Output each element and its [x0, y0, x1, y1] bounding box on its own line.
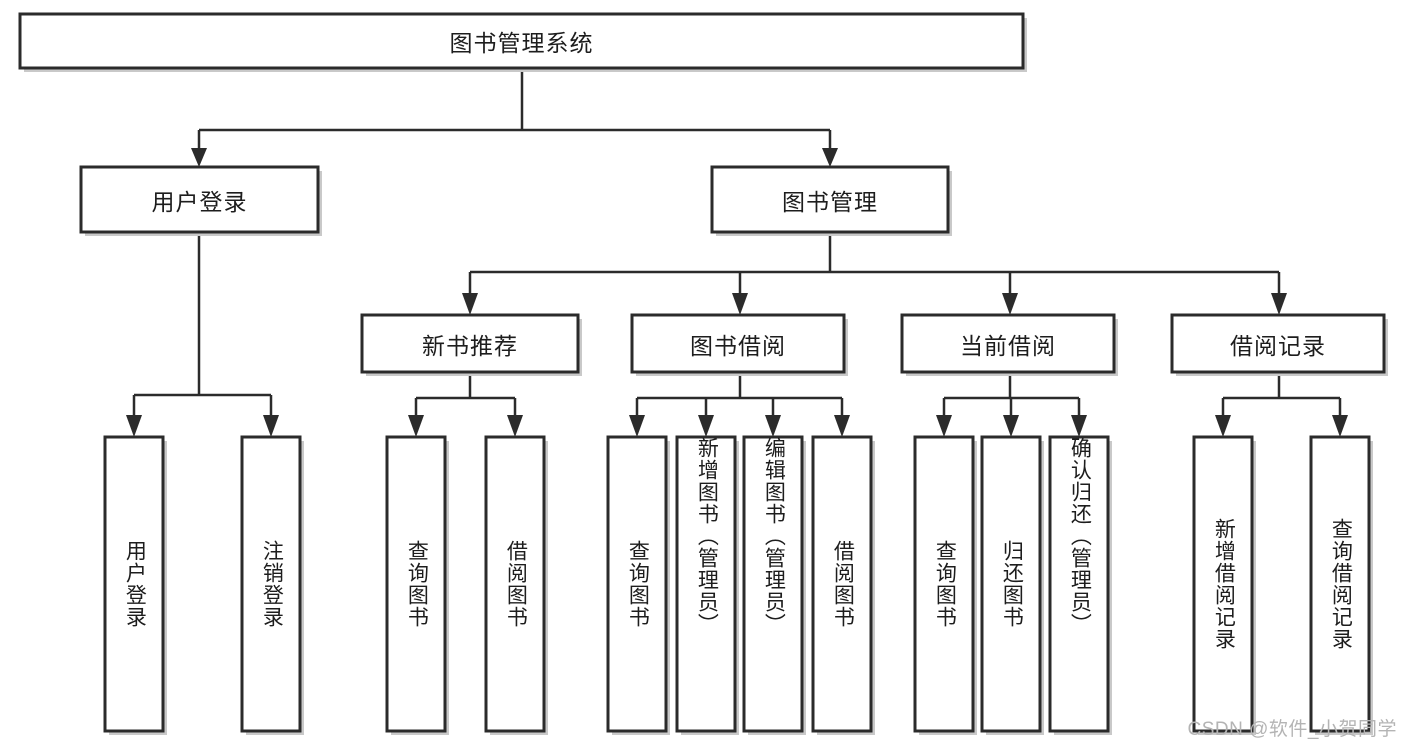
bb-leaf-2-box[interactable]	[675, 435, 737, 733]
arrow-bb-leaf-4	[834, 415, 850, 437]
arrow-br-leaf-2	[1332, 415, 1348, 437]
bb-leaf-1-box[interactable]	[606, 435, 668, 733]
arrow-bb-leaf-1	[629, 415, 645, 437]
nodes-layer	[18, 12, 1388, 735]
arrow-book-borrow	[732, 293, 748, 315]
book-manage-node-box[interactable]	[710, 165, 950, 234]
arrow-br-leaf-1	[1215, 415, 1231, 437]
cb-leaf-1-box[interactable]	[913, 435, 975, 733]
new-book-node-box[interactable]	[360, 313, 580, 374]
cb-leaf-3-box[interactable]	[1048, 435, 1110, 733]
arrow-ul-leaf-1	[126, 415, 142, 437]
cb-leaf-2-box[interactable]	[980, 435, 1042, 733]
arrow-nb-leaf-1	[408, 415, 424, 437]
edges-layer	[126, 68, 1348, 437]
nb-leaf-2-box[interactable]	[484, 435, 546, 733]
root-node-box[interactable]	[18, 12, 1025, 70]
arrow-bb-leaf-3	[765, 415, 781, 437]
arrow-cb-leaf-3	[1071, 415, 1087, 437]
arrow-user-login	[191, 148, 207, 167]
book-borrow-node-box[interactable]	[630, 313, 846, 374]
br-leaf-1-box[interactable]	[1192, 435, 1254, 733]
arrow-current-borrow	[1002, 293, 1018, 315]
nb-leaf-1-box[interactable]	[385, 435, 447, 733]
bb-leaf-3-box[interactable]	[742, 435, 804, 733]
arrow-nb-leaf-2	[507, 415, 523, 437]
br-leaf-2-box[interactable]	[1309, 435, 1371, 733]
arrow-borrow-record	[1271, 293, 1287, 315]
current-borrow-node-box[interactable]	[900, 313, 1116, 374]
ul-leaf-1-box[interactable]	[103, 435, 165, 733]
arrow-new-book	[462, 293, 478, 315]
borrow-record-node-box[interactable]	[1170, 313, 1386, 374]
user-login-node-box[interactable]	[79, 165, 320, 234]
arrow-bb-leaf-2	[698, 415, 714, 437]
ul-leaf-2-box[interactable]	[240, 435, 302, 733]
arrow-cb-leaf-1	[936, 415, 952, 437]
arrow-cb-leaf-2	[1003, 415, 1019, 437]
arrow-ul-leaf-2	[263, 415, 279, 437]
arrow-book-manage	[822, 148, 838, 167]
bb-leaf-4-box[interactable]	[811, 435, 873, 733]
